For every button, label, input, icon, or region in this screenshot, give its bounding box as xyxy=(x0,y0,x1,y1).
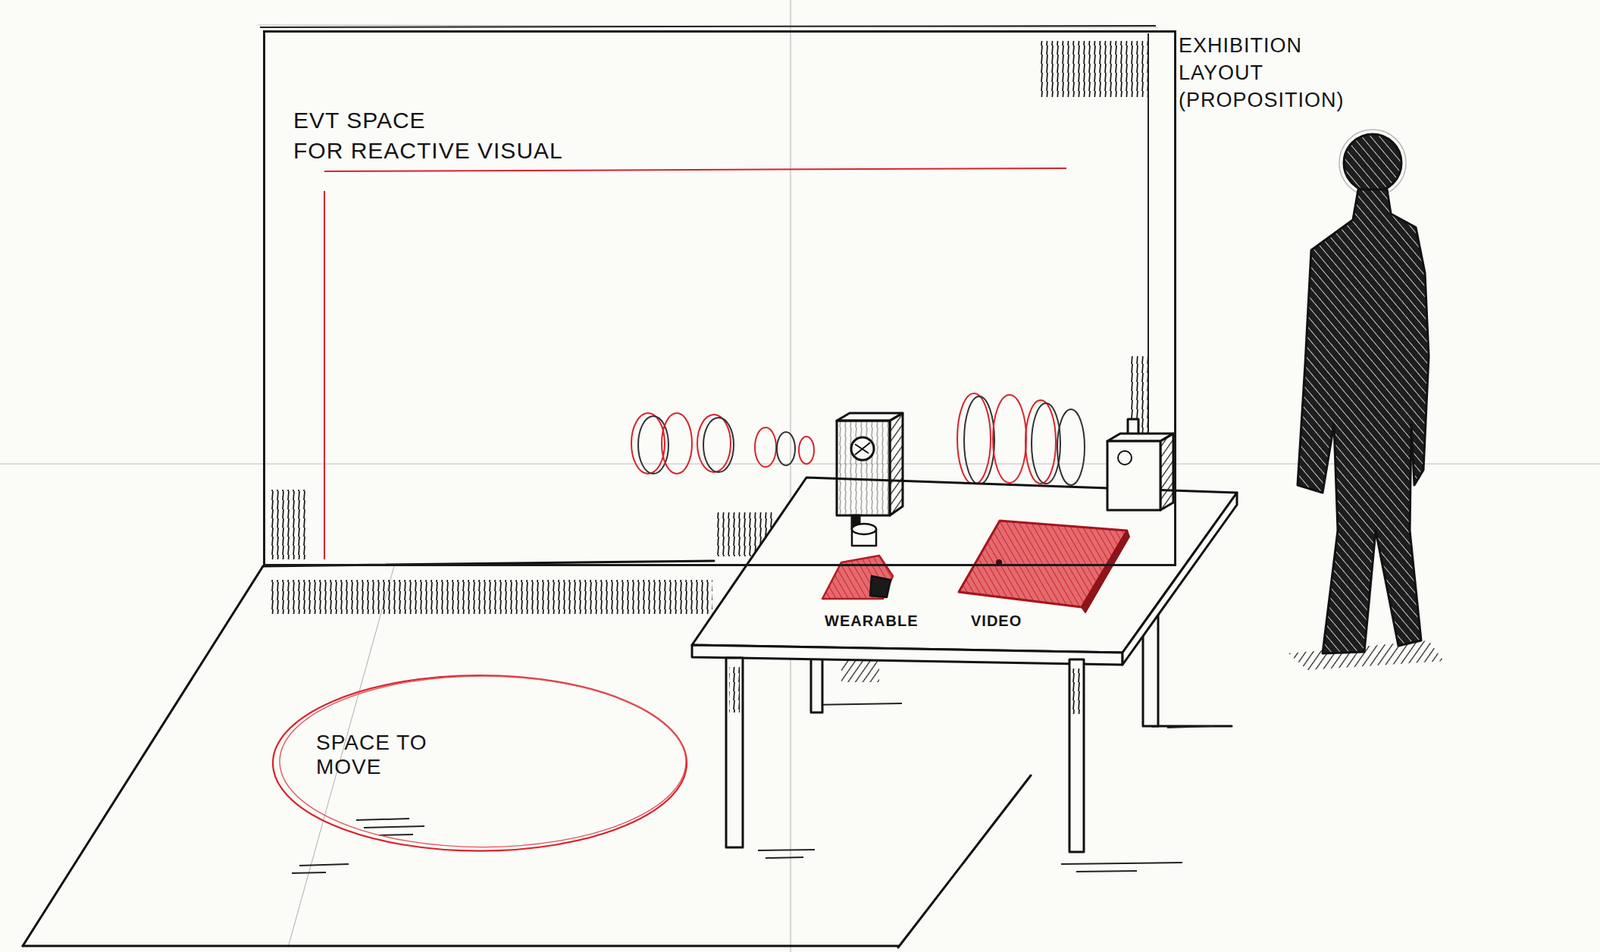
speaker-right-part xyxy=(1117,450,1132,465)
floor-shadows-part xyxy=(757,849,815,851)
zone-ellipse-line xyxy=(272,675,687,852)
table-part xyxy=(1122,492,1237,665)
wall-hatching-part xyxy=(270,489,307,560)
speaker-right xyxy=(1107,419,1174,511)
projection-screen: EVT SPACEFOR REACTIVE VISUAL xyxy=(263,30,1177,567)
table-part xyxy=(691,645,1123,665)
zone-text: FOR REACTIVE VISUAL xyxy=(293,135,1175,166)
floor-shadows-part xyxy=(356,818,410,821)
floor-shadows-part xyxy=(1167,726,1213,728)
video-device-part xyxy=(958,520,1128,608)
screen-inner-lines-part xyxy=(323,190,326,560)
wearable-object-part xyxy=(870,576,891,598)
screen-inner-lines xyxy=(259,25,1156,565)
sound-waves-part xyxy=(638,416,669,474)
object-label: VIDEO xyxy=(970,612,1022,630)
sound-waves-part xyxy=(992,394,1027,483)
room-lines-part xyxy=(1152,725,1232,728)
visitor-figure-part xyxy=(1339,129,1406,197)
floor-shadows-part xyxy=(299,864,349,866)
speaker-left-part xyxy=(851,437,874,461)
speaker-left-part xyxy=(889,413,903,516)
wall-hatching-part xyxy=(1040,40,1149,98)
screen-inner-lines-part xyxy=(259,25,1156,28)
video-device-part xyxy=(1081,530,1130,613)
floor-shadows-part xyxy=(1061,862,1183,865)
speaker-right-part xyxy=(1160,433,1174,511)
wearable-object xyxy=(822,523,893,599)
sound-waves-part xyxy=(776,432,796,466)
sheet-title: EXHIBITION LAYOUT (PROPOSITION) xyxy=(1178,31,1384,114)
sound-waves-part xyxy=(798,436,815,464)
room-lines-part xyxy=(22,945,899,948)
sound-waves-part xyxy=(964,396,995,485)
floor-shadows-part xyxy=(1076,870,1137,872)
sound-waves-part xyxy=(1057,409,1085,486)
sound-waves-part xyxy=(661,413,692,474)
wearable-object-part xyxy=(851,523,877,535)
speaker-left-part xyxy=(836,420,890,516)
pencil-guides-part xyxy=(789,0,791,952)
sound-waves-part xyxy=(1031,403,1061,484)
sound-waves-part xyxy=(1025,400,1056,484)
pencil-guides-part xyxy=(257,25,1159,28)
table-part xyxy=(1069,659,1084,852)
sound-waves-part xyxy=(703,417,734,473)
zone-heading: SPACE TO MOVE xyxy=(316,730,445,780)
speaker-left-part xyxy=(854,442,871,455)
screen-inner-lines-part xyxy=(324,168,1067,172)
floor-shadows-part xyxy=(810,703,902,705)
sound-waves-part xyxy=(631,413,665,474)
room-lines-part xyxy=(898,775,1031,948)
movement-zone: SPACE TO MOVE xyxy=(270,673,689,854)
table-part xyxy=(810,657,823,713)
floor-shadows-part xyxy=(378,834,414,836)
sound-waves-part xyxy=(754,427,777,467)
sound-waves-part xyxy=(957,393,991,485)
floor-shadows-part xyxy=(291,872,326,874)
visitor-figure-part xyxy=(1288,640,1444,671)
speaker-right-part xyxy=(1107,441,1161,511)
floor-shadows-part xyxy=(363,826,425,828)
room-lines-part xyxy=(22,566,264,946)
wearable-object-part xyxy=(822,555,893,599)
speaker-left-part xyxy=(854,444,869,454)
table-part xyxy=(726,657,743,848)
table-part xyxy=(1071,668,1082,714)
speaker-left xyxy=(836,413,903,530)
video-device xyxy=(958,520,1130,613)
visitor-figure-part xyxy=(1297,189,1429,654)
zone-ellipse-line xyxy=(279,676,686,848)
sound-waves-part xyxy=(697,414,731,473)
table xyxy=(691,477,1237,852)
table-part xyxy=(841,660,880,683)
zone-heading: EVT SPACE xyxy=(293,105,1175,136)
table-part xyxy=(729,666,740,713)
visitor-figure xyxy=(1288,129,1444,671)
wall-hatching-part xyxy=(270,579,713,614)
floor-shadows-part xyxy=(765,857,804,858)
visitor-figure-part xyxy=(1343,134,1402,192)
object-label: WEARABLE xyxy=(824,612,919,630)
